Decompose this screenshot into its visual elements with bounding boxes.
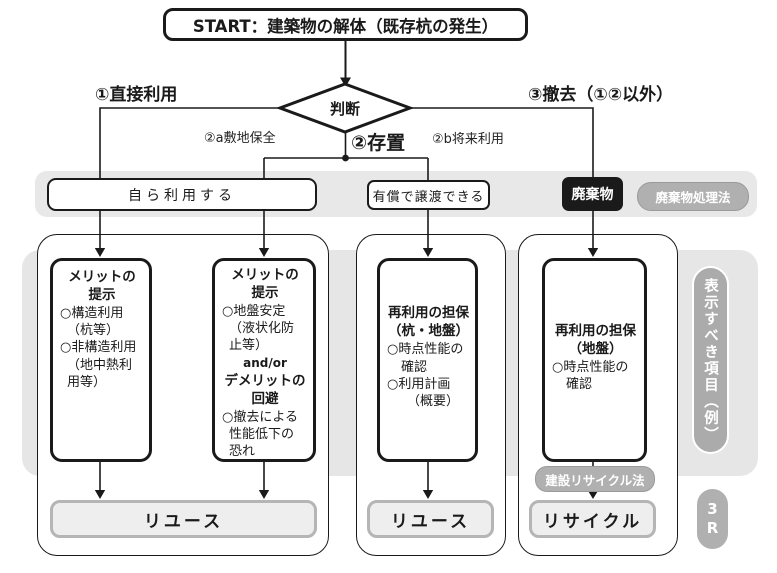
box-line: ○撤去による — [222, 409, 298, 425]
merit-demerit-box: メリットの 提示 ○地盤安定 （液状化防 止等） and/or デメリットの 回… — [212, 258, 316, 462]
box-line: 用等） — [67, 375, 107, 391]
box-line: 再利用の担保 — [388, 305, 469, 322]
construction-recycle-law-badge: 建設リサイクル法 — [535, 466, 655, 492]
reuse-guarantee-box-pile-ground: 再利用の担保 （杭・地盤） ○時点性能の 確認 ○利用計画 （概要） — [377, 258, 478, 462]
branch-2b-label: ②b将来利用 — [432, 132, 504, 147]
box-line: ○非構造利用 — [60, 340, 137, 356]
result-recycle: リサイクル — [529, 500, 656, 538]
waste-node: 廃棄物 — [562, 177, 623, 211]
box-line: 提示 — [88, 286, 116, 303]
use-self-label: 自ら利用する — [128, 187, 236, 204]
box-line: 確認 — [566, 376, 593, 392]
box-line: ○利用計画 — [387, 376, 451, 392]
merit-box-direct: メリットの 提示 ○構造利用 （杭等） ○非構造利用 （地中熱利 用等） — [50, 258, 152, 462]
box-line: （液状化防 — [229, 321, 295, 337]
three-r-r: R — [706, 519, 719, 537]
waste-law-label: 廃棄物処理法 — [655, 190, 731, 205]
box-line: （杭等） — [67, 323, 120, 339]
box-line: 再利用の担保 — [555, 322, 636, 339]
result-reuse-2: リユース — [367, 500, 494, 538]
box-line: 性能低下の — [229, 426, 295, 442]
box-line: ○地盤安定 — [222, 303, 286, 319]
box-line: メリットの — [68, 269, 136, 285]
branch-2a-label: ②a敷地保全 — [204, 131, 276, 146]
three-r-3: 3 — [707, 500, 718, 519]
start-node: START：建築物の解体（既存杭の発生） — [163, 8, 528, 41]
box-line: 止等） — [229, 338, 269, 354]
box-line: （杭・地盤） — [388, 323, 469, 340]
box-line: デメリットの — [224, 372, 306, 389]
branch-3-label: ③撤去（①②以外） — [528, 85, 674, 105]
display-items-side-label: 表示すべき項目（例） — [702, 277, 718, 443]
three-r-badge: 3 R — [697, 489, 728, 549]
decision-label: 判断 — [329, 100, 360, 118]
branch-2-label: ②存置 — [351, 132, 406, 154]
result-reuse-2-label: リユース — [390, 511, 471, 532]
result-recycle-label: リサイクル — [542, 511, 643, 532]
construction-recycle-law-label: 建設リサイクル法 — [545, 472, 645, 488]
box-line: 回避 — [251, 390, 279, 407]
waste-label: 廃棄物 — [571, 187, 614, 203]
box-line: ○時点性能の — [552, 359, 629, 375]
result-reuse-1-label: リユース — [143, 511, 224, 532]
box-line: （地中熱利 — [67, 357, 133, 373]
box-line: ○構造利用 — [60, 305, 124, 321]
box-line: （地盤） — [568, 340, 623, 357]
box-line: 恐れ — [229, 444, 256, 460]
box-line: 確認 — [401, 359, 428, 375]
result-reuse-1: リユース — [50, 500, 317, 538]
transfer-label: 有償で譲渡できる — [372, 189, 485, 205]
decision-diamond — [275, 82, 415, 134]
use-self-node: 自ら利用する — [47, 178, 317, 211]
reuse-guarantee-box-ground: 再利用の担保 （地盤） ○時点性能の 確認 — [542, 258, 647, 462]
branch-1-label: ①直接利用 — [95, 85, 178, 105]
box-line: ○時点性能の — [387, 342, 464, 358]
transfer-node: 有償で譲渡できる — [367, 180, 490, 210]
box-line: 提示 — [251, 284, 279, 301]
start-label: START：建築物の解体（既存杭の発生） — [192, 16, 499, 36]
box-line: （概要） — [407, 394, 460, 410]
display-items-side-badge: 表示すべき項目（例） — [692, 266, 729, 454]
waste-law-badge: 廃棄物処理法 — [637, 182, 749, 211]
box-line: メリットの — [231, 267, 299, 283]
box-line: and/or — [243, 355, 287, 370]
